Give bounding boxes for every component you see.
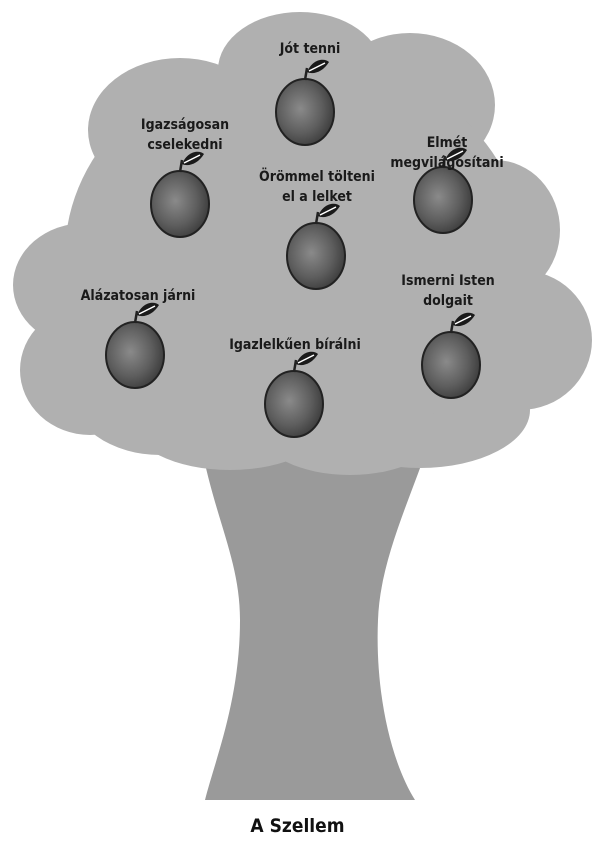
apple-icon <box>413 147 473 234</box>
apple-icon <box>421 312 481 399</box>
fruit-label-igazsagosan-cselekedni: Igazságosan cselekedni <box>140 117 230 153</box>
fruit-label-elmet-megvilagositani: Elmét megvilágosítani <box>390 135 504 171</box>
apple-icon <box>264 351 324 438</box>
tree-trunk <box>200 440 430 800</box>
apple-icon <box>150 151 210 238</box>
fruit-label-jot-tenni: Jót tenni <box>279 41 341 57</box>
apple-icon <box>105 302 165 389</box>
fruit-label-ismerni-isten-dolgait: Ismerni Isten dolgait <box>401 273 495 309</box>
apple-icon <box>275 59 335 146</box>
fruit-label-igazlelkuen-biralni: Igazlelkűen bírálni <box>229 337 361 353</box>
fruit-group <box>105 59 481 438</box>
fruit-label-alazatosan-jarni: Alázatosan járni <box>80 288 196 304</box>
caption: A Szellem <box>250 815 345 837</box>
apple-icon <box>286 203 346 290</box>
fruit-label-orommel-tolteni: Örömmel tölteni el a lelket <box>259 169 375 205</box>
